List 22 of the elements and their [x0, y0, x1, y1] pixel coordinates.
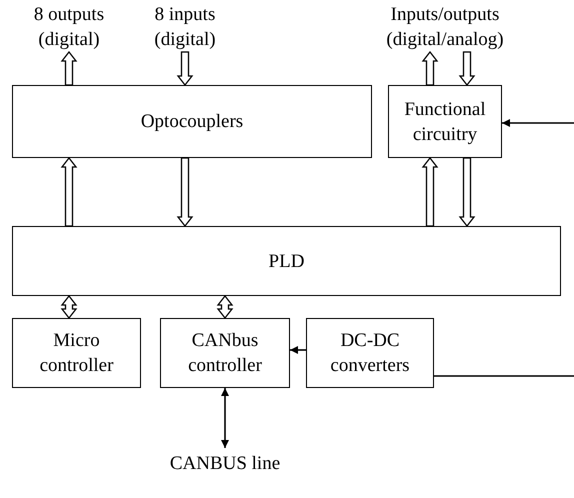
arrow — [221, 388, 229, 448]
hollow-arrow — [458, 51, 476, 86]
block-box: Functional circuitry — [388, 85, 502, 158]
hollow-arrow — [458, 157, 476, 228]
signal-label: Inputs/outputs (digital/analog) — [375, 2, 515, 52]
block-box: CANbus controller — [160, 318, 290, 388]
hollow-arrow — [60, 50, 78, 86]
hollow-arrow — [60, 156, 78, 227]
block-box: DC-DC converters — [306, 318, 434, 388]
arrow — [290, 346, 306, 354]
hollow-arrow — [216, 294, 234, 320]
block-box: Optocouplers — [12, 85, 372, 158]
block-box: Micro controller — [12, 318, 141, 388]
arrow — [502, 119, 574, 127]
hollow-arrow — [422, 50, 438, 86]
hollow-arrow — [176, 51, 194, 86]
connector-line — [434, 375, 574, 377]
hollow-arrow — [422, 156, 438, 227]
block-box: PLD — [12, 226, 561, 296]
hollow-arrow — [60, 294, 78, 320]
hollow-arrow — [176, 157, 194, 228]
signal-label: CANBUS line — [145, 448, 305, 478]
